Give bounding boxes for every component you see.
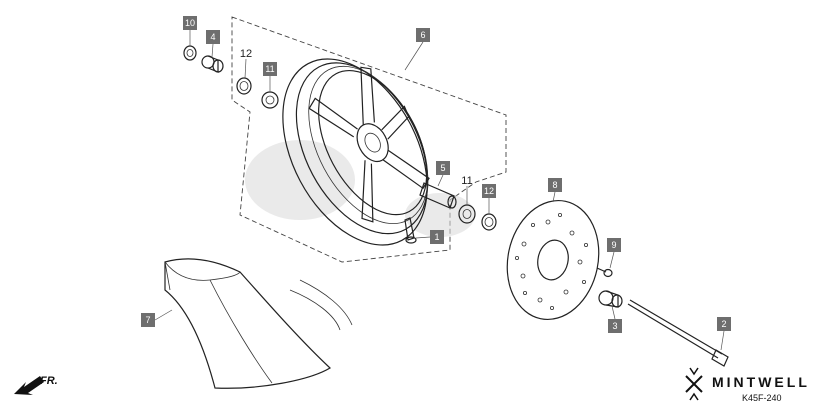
svg-text:9: 9	[611, 240, 616, 250]
dust-seal-upper	[236, 77, 252, 95]
svg-text:11: 11	[265, 64, 274, 74]
callout-7: 7	[141, 313, 155, 327]
svg-text:12: 12	[484, 186, 494, 196]
callout-8: 8	[548, 178, 562, 192]
svg-text:7: 7	[145, 315, 150, 325]
svg-text:4: 4	[210, 32, 215, 42]
axle-distance-collar	[419, 182, 457, 209]
svg-text:3: 3	[612, 321, 617, 331]
callout-1: 1	[430, 230, 444, 244]
front-direction-arrow: FR.	[14, 375, 58, 395]
svg-text:10: 10	[185, 18, 195, 28]
brand-name: MINTWELL	[712, 374, 810, 390]
label-11-lower: 11	[461, 175, 472, 187]
wheel-rim	[282, 58, 430, 246]
front-fender	[164, 258, 353, 389]
callout-3: 3	[608, 319, 622, 333]
callout-6: 6	[416, 28, 430, 42]
callout-2: 2	[717, 317, 731, 331]
svg-text:8: 8	[552, 180, 557, 190]
callout-11-upper: 11	[263, 62, 277, 76]
dust-seal-lower	[481, 213, 497, 231]
svg-text:5: 5	[440, 163, 445, 173]
tire-valve	[404, 217, 417, 244]
diagram-code: K45F-240	[742, 393, 782, 403]
svg-text:1: 1	[434, 232, 439, 242]
svg-text:2: 2	[721, 319, 726, 329]
distance-collar	[201, 55, 224, 73]
front-axle	[627, 299, 729, 367]
mintwell-logo: MINTWELL K45F-240	[685, 367, 810, 403]
callout-5: 5	[436, 161, 450, 175]
label-12-upper: 12	[240, 48, 252, 60]
brake-disc	[506, 199, 600, 321]
callout-10: 10	[183, 16, 197, 30]
callout-12-lower: 12	[482, 184, 496, 198]
leader-lines	[154, 30, 725, 351]
bearing-upper	[261, 91, 279, 109]
wheel-assembly-outline	[231, 16, 507, 263]
svg-text:6: 6	[420, 30, 425, 40]
side-collar	[598, 290, 623, 308]
direction-label: FR.	[40, 375, 58, 387]
callout-4: 4	[206, 30, 220, 44]
collar	[183, 45, 197, 61]
callout-9: 9	[607, 238, 621, 252]
disc-bolt	[596, 267, 613, 278]
